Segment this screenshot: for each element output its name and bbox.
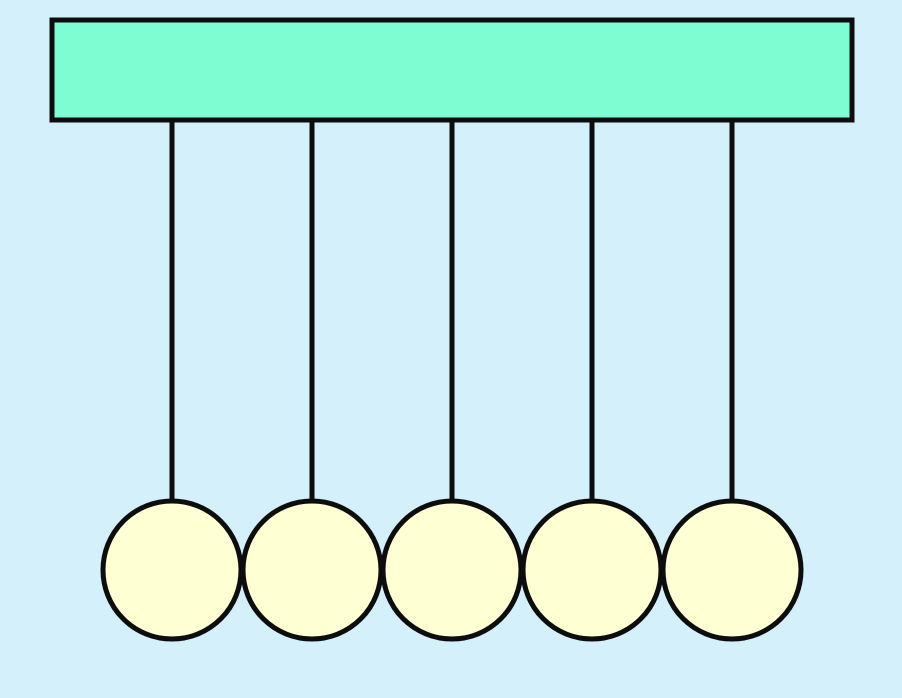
- pendulum-ball-3: [380, 498, 524, 642]
- pendulum-ball-2: [240, 498, 384, 642]
- support-beam: [49, 17, 855, 123]
- balls-group: [100, 498, 804, 642]
- pendulum-ball-1: [100, 498, 244, 642]
- strings-group: [169, 120, 735, 501]
- pendulum-ball-5: [660, 498, 804, 642]
- pendulum-ball-4: [520, 498, 664, 642]
